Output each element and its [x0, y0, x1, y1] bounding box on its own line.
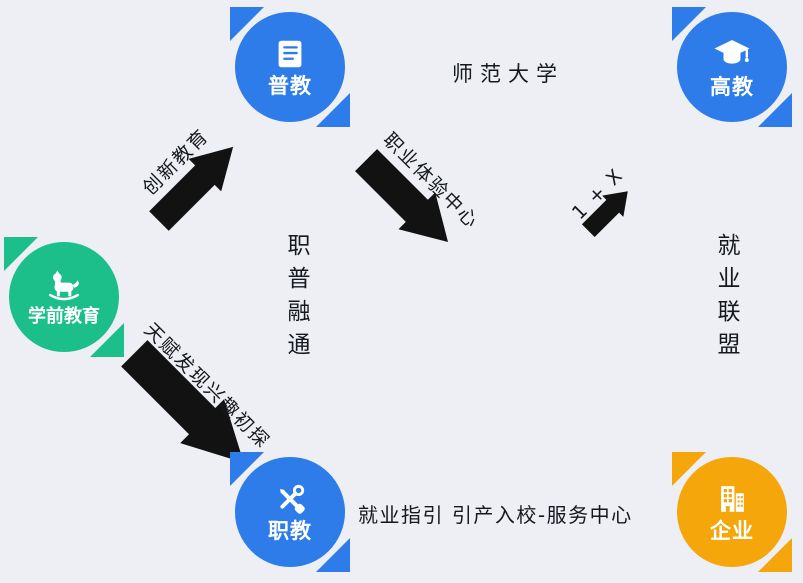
- node-circle: 高教: [677, 12, 787, 122]
- label-normal-university: 师范大学: [452, 62, 564, 86]
- book-icon: [278, 41, 302, 68]
- node-circle: 普教: [235, 12, 345, 122]
- node-circle: 企业: [677, 457, 787, 567]
- node-label: 高教: [710, 75, 754, 100]
- node-label: 学前教育: [28, 306, 100, 328]
- rocking-horse-icon: [48, 270, 80, 301]
- graduation-cap-icon: [714, 40, 750, 65]
- node-preschool-education: 学前教育: [4, 237, 124, 357]
- label-employment-alliance: 就业联盟: [713, 233, 739, 365]
- node-higher-education: 高教: [672, 7, 792, 127]
- node-label: 职教: [268, 519, 312, 544]
- node-label: 企业: [710, 519, 754, 544]
- node-circle: 学前教育: [9, 242, 119, 352]
- label-employment-guidance: 就业指引 引产入校-服务中心: [358, 503, 633, 527]
- tools-icon: [280, 485, 305, 515]
- building-icon: [721, 486, 744, 513]
- label-vocational-general-integration: 职普融通: [283, 233, 309, 365]
- node-label: 普教: [268, 74, 312, 99]
- node-vocational-education: 职教: [230, 452, 350, 572]
- node-general-education: 普教: [230, 7, 350, 127]
- node-enterprise: 企业: [672, 452, 792, 572]
- node-circle: 职教: [235, 457, 345, 567]
